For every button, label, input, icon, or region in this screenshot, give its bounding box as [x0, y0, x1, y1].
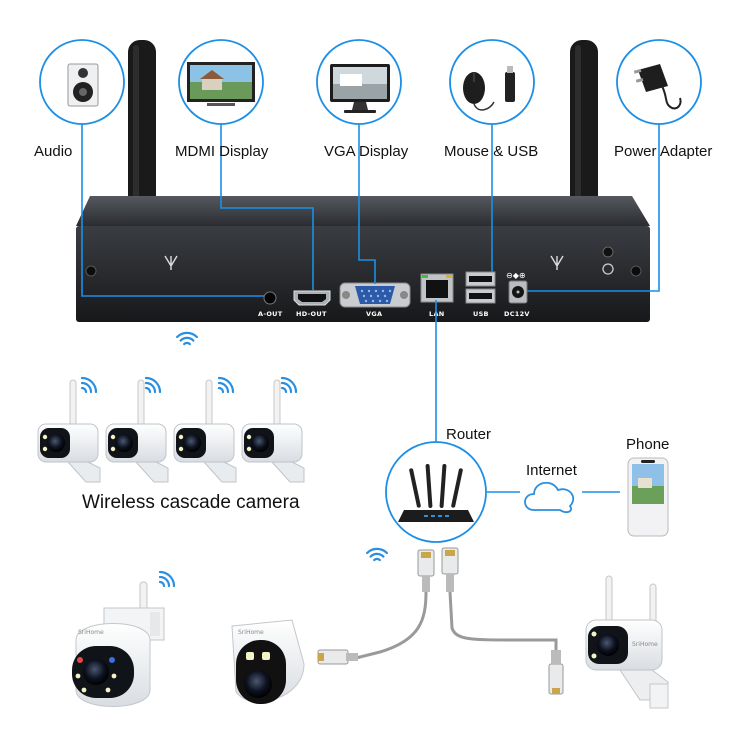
router-label: Router: [446, 426, 492, 443]
cloud-icon: [524, 481, 575, 513]
svg-text:⊖◆⊕: ⊖◆⊕: [506, 271, 526, 280]
dome-camera: SriHome: [231, 619, 305, 704]
monitor-icon: [330, 64, 390, 113]
antenna-symbol-icon: [164, 255, 564, 270]
phone-label: Phone: [626, 436, 670, 453]
mouse-usb-circle: [449, 39, 535, 125]
vga-display-circle: [316, 39, 402, 125]
wireless-cascade-label: Wireless cascade camera: [82, 492, 300, 513]
dc-label: DC12V: [504, 310, 530, 318]
ethernet-plug-icon: [441, 547, 459, 592]
ethernet-plug-icon: [548, 650, 564, 695]
aout-port: [263, 291, 277, 305]
router-icon: [398, 464, 474, 522]
dc-port: ⊖◆⊕: [506, 271, 528, 304]
hdmi-display-label: MDMI Display: [175, 143, 269, 160]
ethernet-plug-icon: [317, 649, 358, 665]
brand-logo: SriHome: [78, 629, 104, 636]
vga-label: VGA: [366, 310, 382, 318]
ptz-camera: SriHome: [72, 570, 176, 707]
mouse-icon: [463, 72, 495, 111]
phone-icon: [627, 457, 669, 537]
power-adapter-icon: [633, 64, 682, 110]
vga-display-label: VGA Display: [324, 143, 409, 160]
usb-label: USB: [473, 310, 489, 318]
vga-port: [339, 282, 411, 308]
bullet-camera-poe: SriHome: [585, 575, 669, 709]
brand-logo: SriHome: [238, 629, 264, 636]
power-adapter-label: Power Adapter: [614, 143, 713, 160]
audio-circle: [39, 39, 125, 125]
wireless-cascade-cameras: [37, 376, 305, 483]
audio-label: Audio: [34, 143, 73, 160]
ethernet-cables: [317, 547, 564, 695]
hdout-label: HD-OUT: [296, 310, 327, 318]
usb-ports: [465, 271, 496, 304]
mouse-usb-label: Mouse & USB: [444, 143, 539, 160]
router-circle: [385, 441, 487, 543]
power-adapter-circle: [616, 39, 702, 125]
ethernet-plug-icon: [417, 549, 435, 592]
internet-label: Internet: [526, 462, 577, 479]
aout-label: A-OUT: [258, 310, 283, 318]
monitor-icon: [187, 62, 255, 106]
lan-port: [420, 273, 454, 303]
nvr-recorder: ⊖◆⊕ A-OUT HD-OUT VGA LAN USB DC12V: [76, 196, 650, 322]
connection-lines: [81, 123, 660, 493]
ground-icon: [602, 263, 614, 275]
hdmi-display-circle: [178, 39, 264, 125]
usb-drive-icon: [505, 66, 515, 102]
speaker-icon: [67, 63, 99, 107]
brand-logo: SriHome: [632, 641, 658, 648]
